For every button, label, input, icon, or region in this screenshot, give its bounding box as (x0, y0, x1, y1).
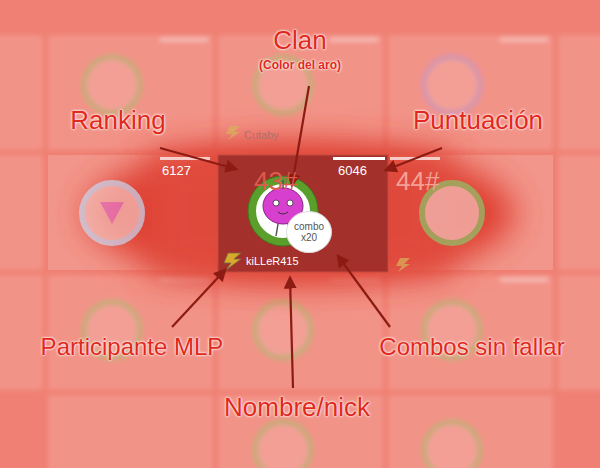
callout-note: (Color del aro) (259, 59, 341, 72)
rank-number: 44# (396, 167, 439, 196)
glow (85, 143, 515, 283)
leader-arrow (172, 270, 225, 327)
callout-label: Ranking (70, 106, 165, 135)
player-card (218, 155, 388, 272)
player-name: kiLLeR415 (246, 255, 299, 267)
score-value: 6127 (162, 164, 191, 178)
faded-grid (0, 35, 600, 468)
glow (150, 152, 450, 274)
callout-label: Participante MLP (41, 334, 224, 360)
leader-arrow (338, 256, 390, 327)
player-name: Cutaby (244, 129, 279, 141)
leader-arrow (290, 278, 293, 388)
mlp-icon (224, 253, 241, 270)
score-value: 6046 (338, 164, 367, 178)
player-card: 43# 6046 kiLLeR415 combo x20 (218, 155, 388, 272)
callout-label: Combos sin fallar (379, 334, 564, 360)
rank-number: 43# (254, 167, 297, 196)
score-bar (333, 157, 385, 160)
callout-label: Puntuación (413, 106, 543, 135)
combo-bubble: combo x20 (286, 211, 332, 253)
callout-label: Clan (273, 26, 326, 55)
combo-count: combo x20 (293, 221, 325, 243)
callout-label: Nombre/nick (224, 393, 370, 422)
neighbor-avatars (82, 126, 482, 272)
